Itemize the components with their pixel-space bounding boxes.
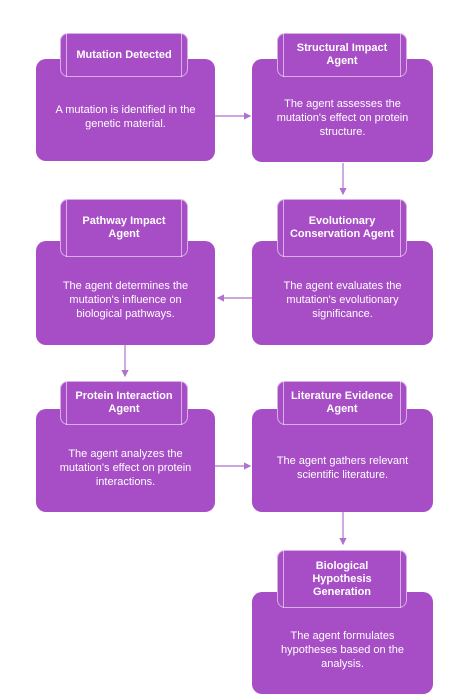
node-body-text: The agent assesses the mutation's effect…: [276, 97, 409, 138]
node-title-text: Biological Hypothesis Generation: [312, 559, 372, 598]
node-title: Pathway Impact Agent: [60, 199, 188, 257]
node-body-text: The agent analyzes the mutation's effect…: [59, 447, 192, 488]
node-body-text: The agent determines the mutation's infl…: [62, 280, 189, 320]
node-body: The agent formulates hypotheses based on…: [252, 592, 433, 694]
node-title: Evolutionary Conservation Agent: [277, 199, 407, 257]
node-body: The agent determines the mutation's infl…: [36, 241, 215, 345]
node-body-text: The agent gathers relevant scientific li…: [276, 454, 409, 481]
node-title-text: Pathway Impact Agent: [82, 215, 166, 240]
node-title: Mutation Detected: [60, 33, 188, 77]
node-title: Protein Interaction Agent: [60, 381, 188, 425]
node-body: The agent gathers relevant scientific li…: [252, 409, 433, 512]
node-title-text: Evolutionary Conservation Agent: [289, 215, 395, 240]
node-title-text: Structural Impact Agent: [296, 42, 388, 67]
node-body: The agent analyzes the mutation's effect…: [36, 409, 215, 512]
node-title-text: Mutation Detected: [76, 48, 172, 61]
node-title: Biological Hypothesis Generation: [277, 550, 407, 608]
node-body-text: The agent formulates hypotheses based on…: [281, 630, 404, 670]
node-title: Literature Evidence Agent: [277, 381, 407, 425]
node-title-text: Protein Interaction Agent: [75, 390, 173, 415]
node-title: Structural Impact Agent: [277, 33, 407, 77]
node-body-text: The agent evaluates the mutation's evolu…: [283, 280, 402, 320]
node-body: The agent evaluates the mutation's evolu…: [252, 241, 433, 345]
node-body-text: A mutation is identified in the genetic …: [55, 104, 196, 130]
node-title-text: Literature Evidence Agent: [290, 390, 394, 415]
